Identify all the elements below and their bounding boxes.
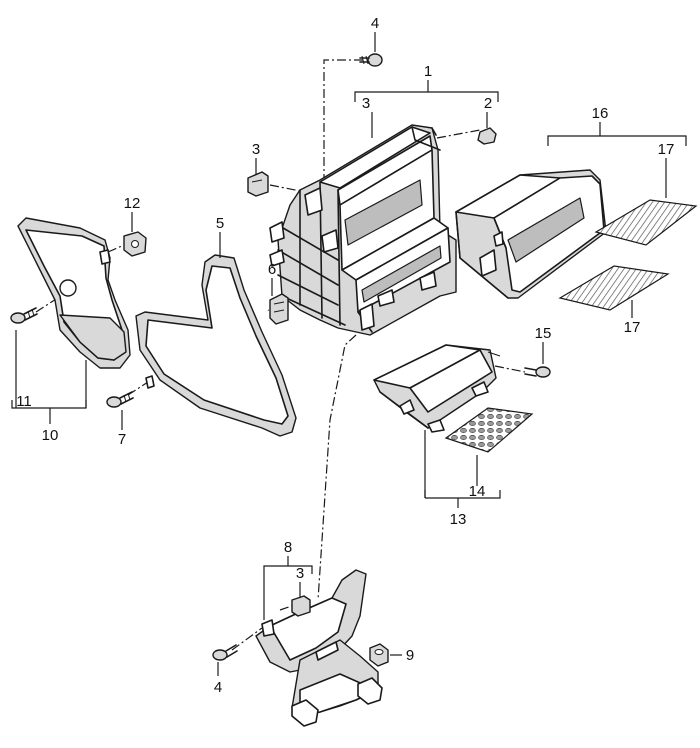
side-panel-part-5 — [135, 254, 297, 437]
clip-part-2 — [477, 127, 497, 145]
callout-3-top: 3 — [362, 95, 370, 112]
screw-part-15 — [524, 366, 551, 378]
callout-12: 12 — [124, 195, 141, 212]
screw-part-7 — [106, 391, 134, 408]
mat-part-17-top — [594, 199, 698, 246]
callout-5: 5 — [216, 215, 224, 232]
callout-3-bottom: 3 — [296, 565, 304, 582]
leader-lines — [11, 32, 687, 676]
callout-16: 16 — [592, 105, 609, 122]
side-panel-part-10 — [17, 217, 131, 369]
callout-9: 9 — [406, 647, 414, 664]
callout-15: 15 — [535, 325, 552, 342]
callout-3-left: 3 — [252, 141, 260, 158]
callout-13: 13 — [450, 511, 467, 528]
callout-4-top: 4 — [371, 15, 379, 32]
callout-7: 7 — [118, 431, 126, 448]
callout-2: 2 — [484, 95, 492, 112]
bolt-part-4-top — [359, 53, 383, 67]
tray-part-13 — [373, 344, 501, 433]
screw-part-11 — [10, 307, 38, 324]
bolt-part-4-bottom — [212, 644, 238, 661]
nut-part-9 — [369, 643, 389, 667]
bracket-part-8 — [255, 569, 383, 727]
clip-part-3-bottom — [291, 595, 311, 617]
callout-10: 10 — [42, 427, 59, 444]
callout-11: 11 — [16, 393, 32, 410]
console-frame — [269, 124, 457, 336]
mat-part-17-bottom — [558, 265, 670, 311]
callout-4-bottom: 4 — [214, 679, 222, 696]
tray-part-16 — [455, 169, 607, 299]
clip-part-6 — [269, 293, 289, 325]
callout-14: 14 — [469, 483, 486, 500]
callout-1: 1 — [424, 63, 432, 80]
callout-labels: 4 1 3 2 16 17 3 12 5 6 15 17 11 10 7 14 … — [16, 15, 674, 696]
mat-part-14 — [444, 407, 534, 453]
callout-17-bottom: 17 — [624, 319, 641, 336]
callout-8: 8 — [284, 539, 292, 556]
clip-part-3-left — [247, 171, 269, 197]
callout-6: 6 — [268, 261, 276, 278]
callout-17-top: 17 — [658, 141, 675, 158]
nut-part-12 — [123, 231, 147, 257]
